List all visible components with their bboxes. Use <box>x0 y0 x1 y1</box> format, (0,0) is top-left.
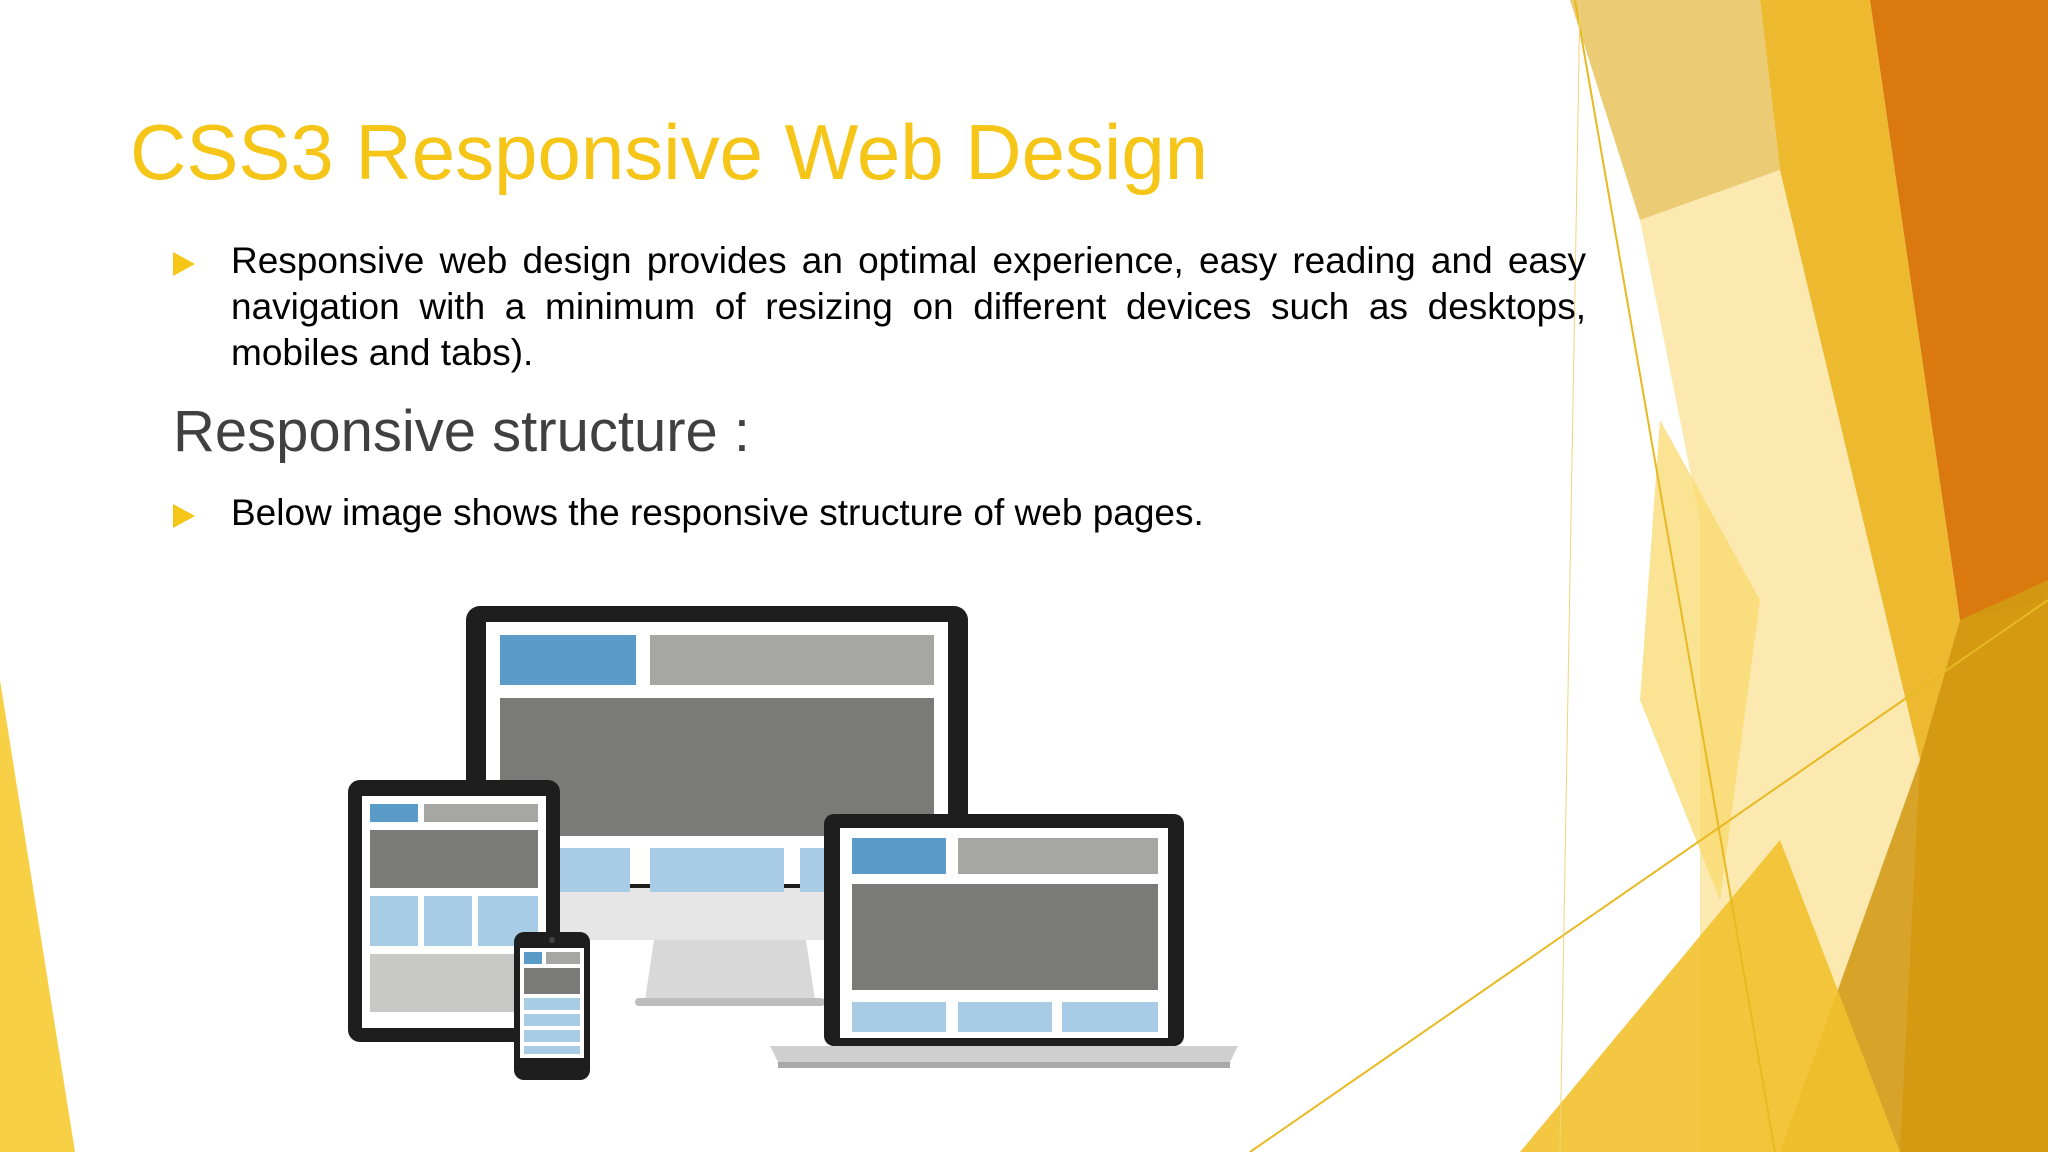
triangle-bullet-icon <box>173 490 231 528</box>
deco-facet-amber <box>1780 580 2048 1152</box>
triangle-bullet-icon <box>173 238 231 276</box>
bullet-item: Below image shows the responsive structu… <box>173 490 1586 536</box>
slide-title: CSS3 Responsive Web Design <box>130 108 1209 196</box>
bullet-text: Below image shows the responsive structu… <box>231 492 1204 533</box>
deco-facet-pale <box>1640 170 1920 1152</box>
deco-facet-yellow <box>1520 840 1900 1152</box>
bullet-text: Responsive web design provides an optima… <box>231 240 1586 373</box>
section-subheading: Responsive structure : <box>173 399 751 464</box>
deco-facet-lightyellow <box>1640 420 1760 900</box>
responsive-devices-illustration <box>348 606 1238 1080</box>
deco-line <box>1574 0 1776 1152</box>
tablet <box>348 780 560 1042</box>
smartphone <box>514 932 590 1080</box>
deco-facet-gold <box>1760 0 1960 760</box>
bullet-item: Responsive web design provides an optima… <box>173 238 1586 376</box>
deco-line <box>1249 599 2048 1152</box>
deco-facet-left <box>0 680 75 1152</box>
deco-facet-orange <box>1870 0 2048 620</box>
deco-line <box>1559 0 1581 1152</box>
deco-facet-light <box>1570 0 1780 220</box>
laptop <box>770 814 1238 1068</box>
